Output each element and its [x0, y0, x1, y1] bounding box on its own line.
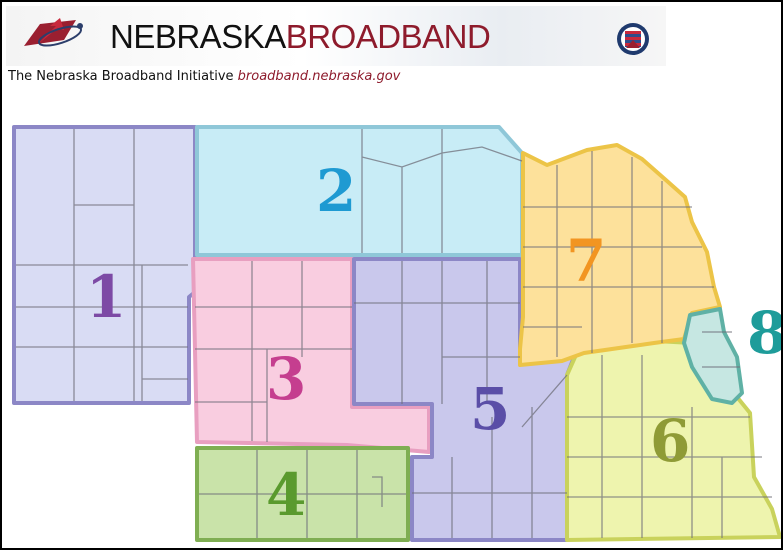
site-title-part2: BROADBAND: [285, 18, 491, 55]
region-8-area[interactable]: [682, 307, 744, 405]
nebraska-regions-map: 1 2 3 4 5 6 7 8: [12, 125, 781, 542]
region-7-label: 7: [566, 227, 606, 295]
logo-icon: [24, 18, 83, 47]
region-7-area[interactable]: [518, 143, 722, 367]
site-title: NEBRASKABROADBAND: [110, 18, 491, 56]
region-labels: 1 2 3 4 5 6 7 8: [86, 157, 781, 529]
tagline-text: The Nebraska Broadband Initiative: [8, 69, 238, 84]
region-2-area[interactable]: [195, 125, 524, 257]
region-2-label: 2: [316, 157, 356, 225]
tagline: The Nebraska Broadband Initiative broadb…: [8, 69, 400, 84]
region-8-label: 8: [747, 299, 781, 367]
region-4-label: 4: [266, 461, 306, 529]
county-lines: [16, 129, 772, 538]
header-banner: NEBRASKABROADBAND: [6, 6, 666, 66]
region-1-label: 1: [86, 263, 126, 331]
seal-icon: [617, 23, 649, 55]
site-title-part1: NEBRASKA: [110, 18, 286, 55]
region-6-label: 6: [650, 407, 690, 475]
region-3-label: 3: [266, 345, 306, 413]
tagline-link[interactable]: broadband.nebraska.gov: [237, 69, 401, 84]
region-5-label: 5: [470, 375, 510, 443]
